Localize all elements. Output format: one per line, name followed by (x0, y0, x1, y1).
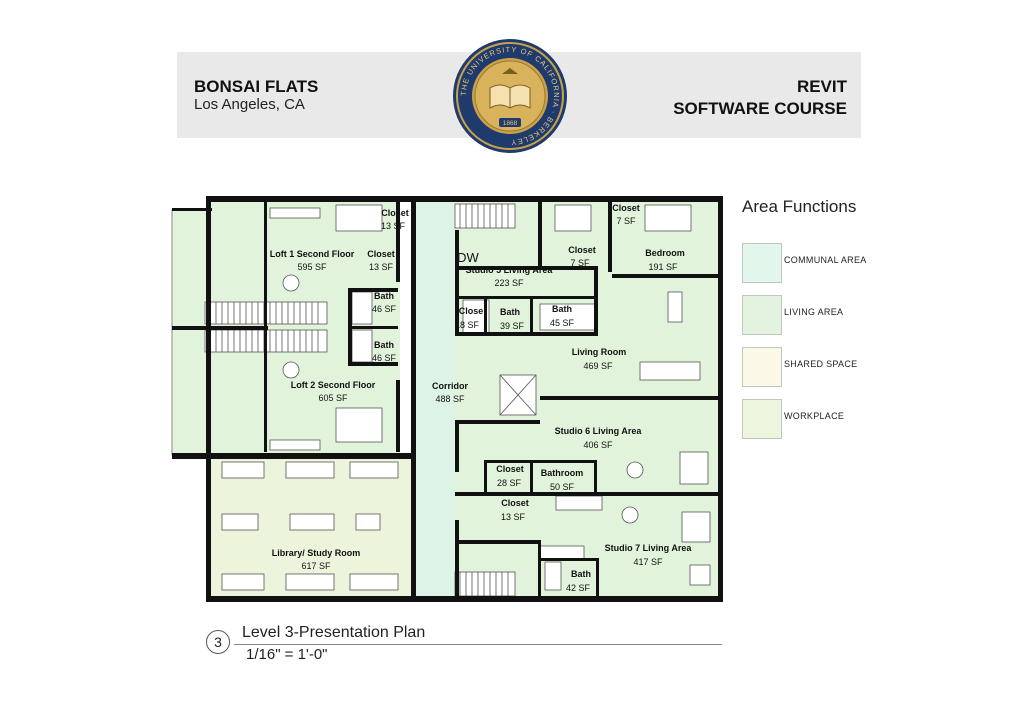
course-line-1: REVIT (796, 77, 847, 96)
room-area-closet-e: 18 SF (455, 320, 480, 330)
room-area-library: 617 SF (301, 561, 331, 571)
legend-swatch (742, 295, 782, 335)
room-area-closet-d: 7 SF (570, 258, 590, 268)
room-name-bath-e: Bath (571, 569, 591, 579)
seal-year: 1868 (503, 120, 518, 127)
room-area-living-room: 469 SF (583, 361, 613, 371)
room-name-closet-c: Closet (612, 203, 640, 213)
room-name-bathroom: Bathroom (541, 468, 584, 478)
plan-title: Level 3-Presentation Plan (242, 624, 426, 641)
room-area-loft2: 605 SF (318, 393, 348, 403)
room-name-loft2: Loft 2 Second Floor (291, 380, 376, 390)
room-area-closet-b: 13 SF (369, 262, 394, 272)
room-area-bedroom: 191 SF (648, 262, 678, 272)
room-area-closet-g: 13 SF (501, 512, 526, 522)
room-name-loft1: Loft 1 Second Floor (270, 249, 355, 259)
plan-title-block: 3 Level 3-Presentation Plan 1/16" = 1'-0… (206, 624, 722, 664)
legend-label: WORKPLACE (784, 411, 845, 421)
room-name-closet-g: Closet (501, 498, 529, 508)
legend-item-workplace: WORKPLACE (742, 399, 922, 439)
room-name-bedroom: Bedroom (645, 248, 685, 258)
course-line-2: SOFTWARE COURSE (673, 99, 847, 118)
legend-item-communal: COMMUNAL AREA (742, 243, 922, 283)
room-name-studio6: Studio 6 Living Area (555, 426, 643, 436)
legend-item-shared: SHARED SPACE (742, 347, 922, 387)
plan-title-rule (234, 644, 722, 645)
room-name-corridor: Corridor (432, 381, 468, 391)
room-area-closet-a: 13 SF (381, 221, 406, 231)
room-area-studio6: 406 SF (583, 440, 613, 450)
room-name-dw: DW (457, 250, 479, 265)
legend-label: SHARED SPACE (784, 359, 858, 369)
university-seal-icon: THE UNIVERSITY OF CALIFORNIA · BERKELEY … (453, 39, 567, 153)
legend-label: COMMUNAL AREA (784, 255, 867, 265)
project-name: BONSAI FLATS (194, 77, 319, 96)
room-area-bath-b: 46 SF (372, 353, 397, 363)
project-location: Los Angeles, CA (194, 96, 305, 113)
room-name-closet-a: Closet (381, 208, 409, 218)
room-name-studio5: Studio 5 Living Area (466, 265, 554, 275)
legend-swatch (742, 399, 782, 439)
room-area-bath-d: 45 SF (550, 318, 575, 328)
room-name-closet-f: Closet (496, 464, 524, 474)
room-name-closet-d: Closet (568, 245, 596, 255)
plan-number: 3 (206, 630, 230, 654)
room-area-studio7: 417 SF (633, 557, 663, 567)
course-title: REVIT SOFTWARE COURSE (673, 76, 847, 120)
plan-scale: 1/16" = 1'-0" (246, 646, 328, 663)
room-name-studio7: Studio 7 Living Area (605, 543, 693, 553)
room-name-closet-b: Closet (367, 249, 395, 259)
room-area-loft1: 595 SF (297, 262, 327, 272)
room-name-bath-d: Bath (552, 304, 572, 314)
room-name-living-room: Living Room (572, 347, 627, 357)
room-area-corridor: 488 SF (435, 394, 465, 404)
room-area-closet-f: 28 SF (497, 478, 522, 488)
room-area-studio5: 223 SF (494, 278, 524, 288)
legend-title: Area Functions (742, 197, 857, 216)
room-name-bath-b: Bath (374, 340, 394, 350)
room-area-closet-c: 7 SF (616, 216, 636, 226)
legend-label: LIVING AREA (784, 307, 844, 317)
room-area-bath-a: 46 SF (372, 304, 397, 314)
legend-swatch (742, 243, 782, 283)
room-name-library: Library/ Study Room (272, 548, 361, 558)
room-area-bathroom: 50 SF (550, 482, 575, 492)
legend-item-living: LIVING AREA (742, 295, 922, 335)
room-name-bath-a: Bath (374, 291, 394, 301)
corridor-fill (415, 200, 455, 598)
room-name-closet-e: Close (459, 306, 484, 316)
room-area-bath-e: 42 SF (566, 583, 591, 593)
room-area-bath-c: 39 SF (500, 321, 525, 331)
legend-swatch (742, 347, 782, 387)
room-name-bath-c: Bath (500, 307, 520, 317)
